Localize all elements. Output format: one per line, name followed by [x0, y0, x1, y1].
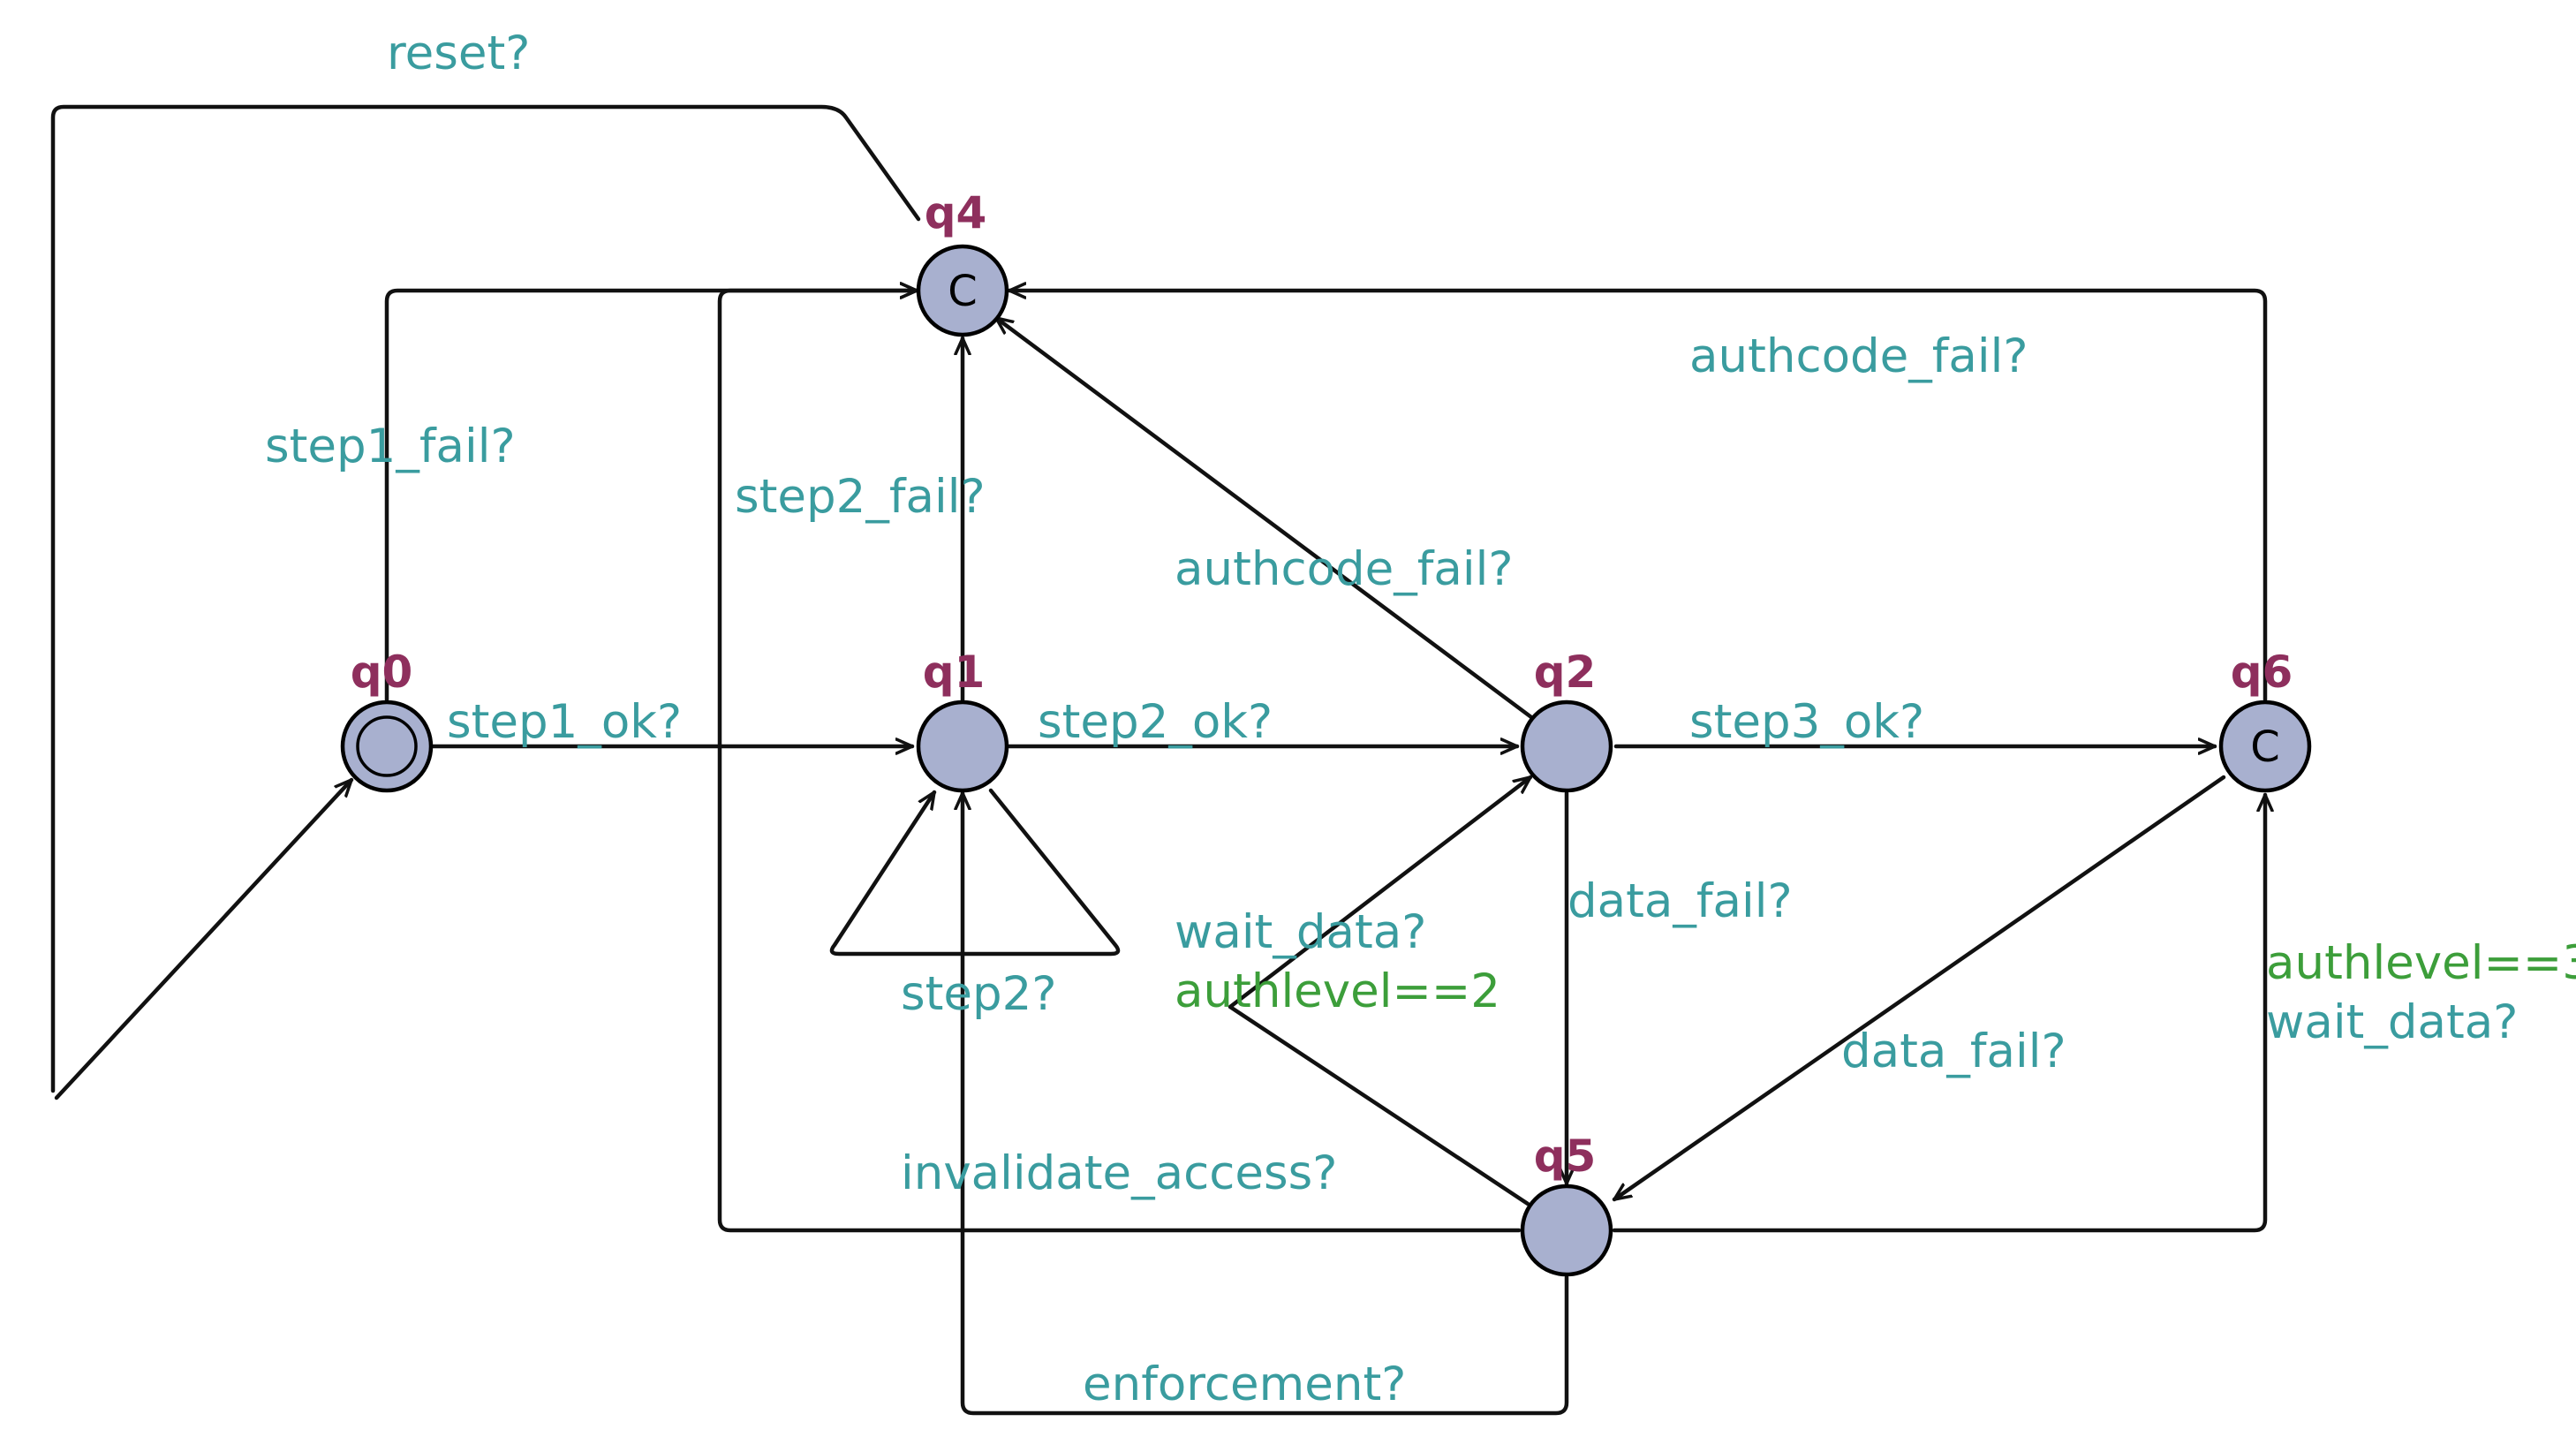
state-label-q6: q6: [2231, 647, 2293, 698]
label-authcode-fail-q6: authcode_fail?: [1689, 329, 2028, 383]
edge-authcode-fail-q2: [993, 315, 1541, 725]
label-guard-q2: authlevel==2: [1175, 964, 1500, 1018]
state-label-q1: q1: [923, 647, 986, 698]
label-step3-ok: step3_ok?: [1689, 695, 1924, 749]
edge-step2-loop: [829, 788, 1121, 957]
label-invalidate-access: invalidate_access?: [901, 1146, 1337, 1200]
committed-mark-q4: C: [948, 267, 978, 316]
label-wait-data-q2: wait_data?: [1175, 905, 1426, 959]
state-label-q2: q2: [1534, 647, 1597, 698]
edge-wait-data-q6: [1612, 792, 2265, 1233]
label-step2-fail: step2_fail?: [735, 470, 986, 524]
label-data-fail-q2: data_fail?: [1568, 874, 1793, 928]
edge-enforcement: [963, 790, 1569, 1416]
state-q1[interactable]: [916, 700, 1009, 793]
label-reset: reset?: [387, 26, 530, 80]
label-step2-loop: step2?: [901, 967, 1057, 1021]
edge-wait-data-q2: [1228, 775, 1533, 1206]
edge-authcode-fail-q6: [1007, 291, 2268, 702]
label-enforcement: enforcement?: [1083, 1357, 1406, 1411]
edge-invalidate-access: [717, 291, 1522, 1233]
state-label-q0: q0: [351, 647, 413, 698]
state-q0[interactable]: [340, 700, 434, 793]
state-q4[interactable]: C: [916, 244, 1009, 337]
committed-mark-q6: C: [2250, 722, 2280, 772]
state-label-q5: q5: [1534, 1131, 1597, 1182]
state-q6[interactable]: C: [2218, 700, 2312, 793]
label-step2-ok: step2_ok?: [1038, 695, 1273, 749]
state-q2[interactable]: [1520, 700, 1613, 793]
label-step1-fail: step1_fail?: [265, 420, 516, 473]
state-label-q4: q4: [925, 187, 987, 238]
edge-reset: [50, 104, 921, 1093]
label-authcode-fail-q2: authcode_fail?: [1175, 542, 1513, 596]
edge-data-fail-q6: [1612, 775, 2226, 1202]
label-step1-ok: step1_ok?: [447, 695, 682, 749]
state-q5[interactable]: [1520, 1184, 1613, 1277]
label-guard-q6: authlevel==3: [2266, 936, 2576, 990]
edge-reset-to-q0: [54, 777, 354, 1100]
label-data-fail-q6: data_fail?: [1841, 1025, 2066, 1078]
label-wait-data-q6: wait_data?: [2266, 995, 2518, 1049]
edge-step1-fail: [384, 291, 919, 702]
